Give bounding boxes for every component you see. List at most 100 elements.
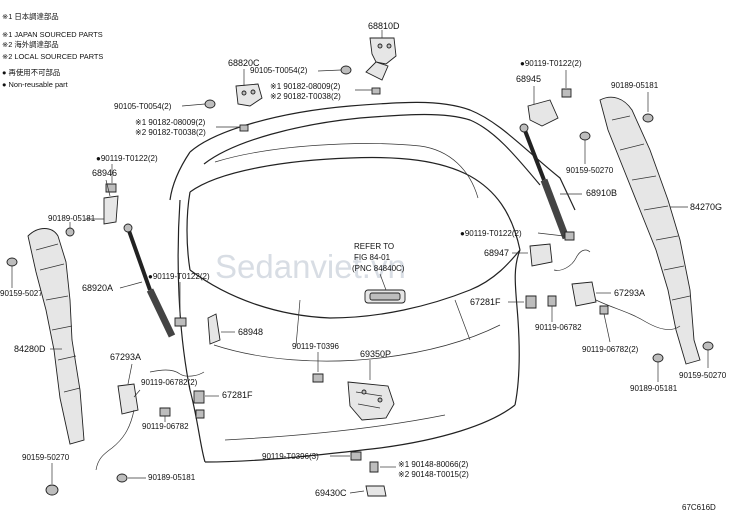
figure-code: 67C616D [682, 503, 716, 512]
hinge-68820C-body [235, 83, 263, 107]
clip-icon [642, 113, 654, 123]
label-68946: 68946 [92, 168, 117, 178]
label-90119-t0396: 90119-T0396 [292, 342, 340, 351]
bolt-icon [547, 295, 557, 307]
clip-icon [652, 353, 664, 363]
label-67281F-right: 67281F [470, 297, 501, 307]
back-door-outline [169, 101, 576, 463]
bolt-icon [159, 407, 171, 417]
label-68945: 68945 [516, 74, 541, 84]
hinge-bolt-hole [241, 90, 247, 96]
lock-cylinder-67281F-right [525, 295, 537, 309]
hinge-bolt-hole [377, 43, 383, 49]
label-90189-topright: 90189-05181 [611, 81, 659, 90]
bolt-icon [174, 317, 187, 327]
bolt-icon [561, 88, 572, 98]
label-67293A-left: 67293A [110, 352, 141, 362]
bracket-68947 [529, 243, 553, 267]
handle-garnish [364, 289, 406, 304]
label-84280D: 84280D [14, 344, 46, 354]
nut-icon [340, 65, 352, 75]
label-90105-t0054-b: 90105-T0054(2) [114, 102, 172, 111]
bolt-icon [350, 451, 362, 461]
refer-leader [379, 273, 387, 291]
label-90159-left: 90159-50270 [0, 289, 48, 298]
label-68920A: 68920A [82, 283, 113, 293]
legend: ※1 日本調達部品 ※1 JAPAN SOURCED PARTS ※2 海外調達… [2, 12, 103, 89]
label-290148: ※2 90148-T0015(2) [398, 470, 469, 479]
label-90119-t0396-3: 90119-T0396(3) [262, 452, 319, 461]
bracket-68946 [103, 195, 119, 225]
label-68810D: 68810D [368, 21, 400, 31]
clip-icon [369, 461, 379, 473]
trim-panel-84280D [27, 228, 85, 445]
damper-stay-68910B [519, 123, 570, 240]
clip-icon [6, 257, 18, 267]
garnish-inner [369, 292, 401, 301]
legend-line-4: ※2 LOCAL SOURCED PARTS [2, 52, 103, 61]
label-68947: 68947 [484, 248, 509, 258]
clip-icon [45, 484, 59, 496]
bolt-icon [195, 409, 205, 419]
legend-line-1: ※1 日本調達部品 [2, 12, 59, 21]
label-90189-bottomright: 90189-05181 [630, 384, 678, 393]
bracket-68945 [527, 99, 559, 127]
back-door-lock-69350P [347, 381, 395, 421]
legend-line-2: ※1 JAPAN SOURCED PARTS [2, 30, 103, 39]
refer-note: REFER TO FIG 84-01 (PNC 84840C) [352, 242, 405, 291]
clip-icon [116, 473, 128, 483]
watermark: Sedanviet.vn [215, 248, 406, 285]
label-90105-t0054-a: 90105-T0054(2) [250, 66, 308, 75]
label-67293A-right: 67293A [614, 288, 645, 298]
label-68910B: 68910B [586, 188, 617, 198]
refer-line-2: FIG 84-01 [354, 253, 391, 262]
clip-icon [702, 341, 714, 351]
label-290182-a: ※2 90182-T0038(2) [270, 92, 341, 101]
nut-icon [204, 99, 216, 109]
damper-stay-68920A [123, 223, 176, 338]
clip-icon [579, 131, 591, 141]
bolt-icon [564, 231, 575, 241]
label-90119-t0122-topleft: ●90119-T0122(2) [96, 154, 158, 163]
label-190182-a: ※1 90182-08009(2) [270, 82, 341, 91]
label-190148: ※1 90148-80066(2) [398, 460, 469, 469]
label-190182-b: ※1 90182-08009(2) [135, 118, 206, 127]
label-90189-topleft: 90189-05181 [48, 214, 96, 223]
label-90189-bottomleft: 90189-05181 [148, 473, 196, 482]
label-84270G: 84270G [690, 202, 722, 212]
label-90119-06782-left: 90119-06782 [142, 422, 189, 431]
label-68820C: 68820C [228, 58, 260, 68]
hinge-bolt-hole [386, 43, 392, 49]
label-90119-06782-2-right: 90119-06782(2) [582, 345, 639, 354]
bolt-icon [599, 305, 609, 315]
label-68948: 68948 [238, 327, 263, 337]
hinge-68810D [365, 30, 397, 81]
hinge-68820C [235, 69, 263, 107]
bracket-68948 [207, 313, 221, 345]
lock-cylinder-67281F-left [193, 390, 205, 404]
label-90119-t0122-midright: ●90119-T0122(2) [460, 229, 522, 238]
hinge-68810D-arm [365, 61, 389, 81]
label-290182-b: ※2 90182-T0038(2) [135, 128, 206, 137]
label-90159-topright: 90159-50270 [566, 166, 614, 175]
cover-69430C [365, 485, 387, 497]
lock-striker-67293A-left [117, 383, 139, 415]
bolt-icon [371, 87, 381, 95]
label-90119-t0122-topright: ●90119-T0122(2) [520, 59, 582, 68]
legend-line-5: ● 再使用不可部品 [2, 68, 60, 77]
label-90159-bottomleft: 90159-50270 [22, 453, 70, 462]
label-67281F-left: 67281F [222, 390, 253, 400]
legend-line-3: ※2 海外調達部品 [2, 40, 59, 49]
label-90119-06782-right: 90119-06782 [535, 323, 582, 332]
label-90119-06782-2-left: 90119-06782(2) [141, 378, 198, 387]
label-90159-bottomright: 90159-50270 [679, 371, 727, 380]
hinge-68810D-body [369, 37, 397, 65]
hinge-bolt-hole [250, 89, 256, 95]
refer-line-3: (PNC 84840C) [352, 264, 405, 273]
bolt-icon [239, 124, 249, 132]
lock-striker-67293A-right [571, 281, 597, 307]
trim-panel-84270G [599, 96, 701, 365]
label-90119-t0122-midleft: ●90119-T0122(2) [148, 272, 210, 281]
legend-line-6: ● Non-reusable part [2, 80, 68, 89]
